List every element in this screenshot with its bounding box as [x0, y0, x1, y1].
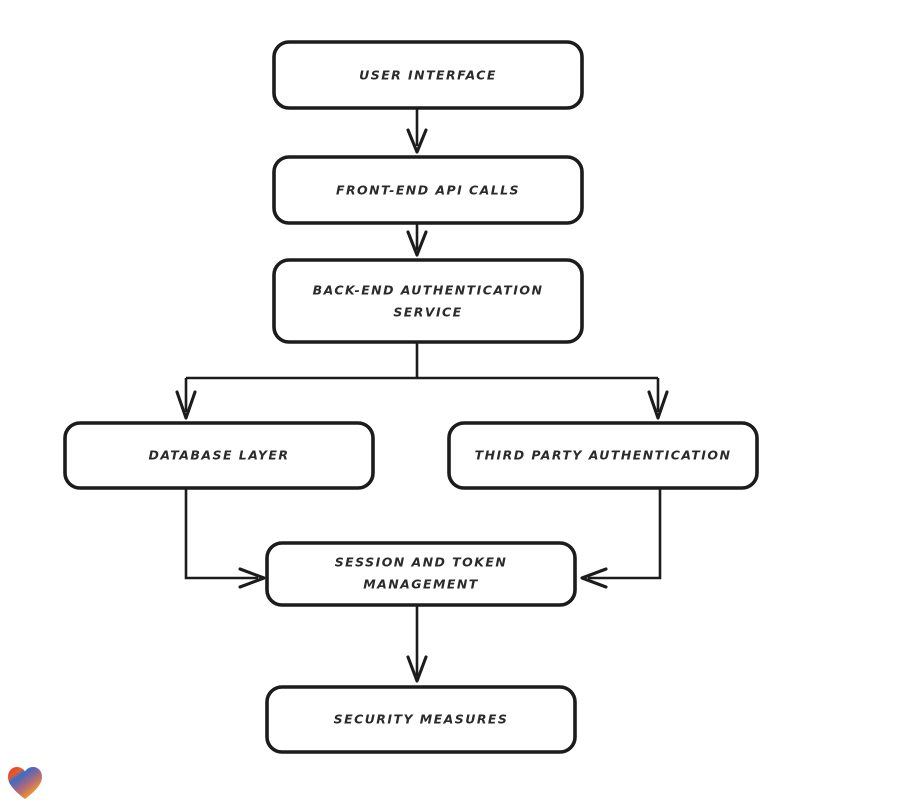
node-front-end-api-calls-label: FRONT-END API CALLS	[336, 183, 520, 198]
heart-icon	[8, 767, 42, 799]
node-session-and-token-management-label-line2: MANAGEMENT	[363, 577, 479, 592]
edge-thirdparty-to-session	[580, 488, 662, 589]
node-session-and-token-management-label-line1: SESSION AND TOKEN	[335, 555, 508, 570]
node-database-layer[interactable]: DATABASE LAYER	[63, 421, 375, 490]
node-security-measures-label: SECURITY MEASURES	[334, 712, 509, 727]
node-third-party-authentication-label: THIRD PARTY AUTHENTICATION	[475, 448, 732, 463]
node-database-layer-shape[interactable]	[63, 421, 375, 490]
heart-overlay	[8, 767, 42, 799]
node-security-measures[interactable]: SECURITY MEASURES	[265, 685, 577, 754]
node-back-end-authentication-service-label-line1: BACK-END AUTHENTICATION	[313, 283, 544, 298]
node-user-interface-label: USER INTERFACE	[359, 68, 497, 83]
node-database-layer-label: DATABASE LAYER	[149, 448, 290, 463]
node-third-party-authentication-shape[interactable]	[447, 421, 759, 490]
node-third-party-authentication[interactable]: THIRD PARTY AUTHENTICATION	[447, 421, 759, 490]
edge-database-to-session	[184, 488, 266, 589]
edge-auth-split	[186, 342, 658, 380]
node-front-end-api-calls[interactable]: FRONT-END API CALLS	[272, 155, 584, 225]
node-user-interface-shape[interactable]	[272, 40, 584, 110]
node-user-interface[interactable]: USER INTERFACE	[272, 40, 584, 110]
node-back-end-authentication-service[interactable]: BACK-END AUTHENTICATION SERVICE	[272, 258, 584, 344]
connector-layer	[175, 108, 669, 683]
node-layer: USER INTERFACE FRONT-END API CALLS BACK-…	[63, 40, 759, 754]
edge-session-to-security	[406, 605, 428, 683]
node-session-and-token-management[interactable]: SESSION AND TOKEN MANAGEMENT	[265, 541, 577, 607]
edge-auth-to-thirdparty	[647, 378, 669, 420]
edge-ui-to-api	[406, 108, 428, 154]
node-back-end-authentication-service-shape[interactable]	[272, 258, 584, 344]
edge-auth-to-database	[175, 378, 197, 420]
edge-api-to-auth	[406, 223, 428, 257]
node-security-measures-shape[interactable]	[265, 685, 577, 754]
node-back-end-authentication-service-label-line2: SERVICE	[393, 305, 462, 320]
node-session-and-token-management-shape[interactable]	[265, 541, 577, 607]
node-front-end-api-calls-shape[interactable]	[272, 155, 584, 225]
